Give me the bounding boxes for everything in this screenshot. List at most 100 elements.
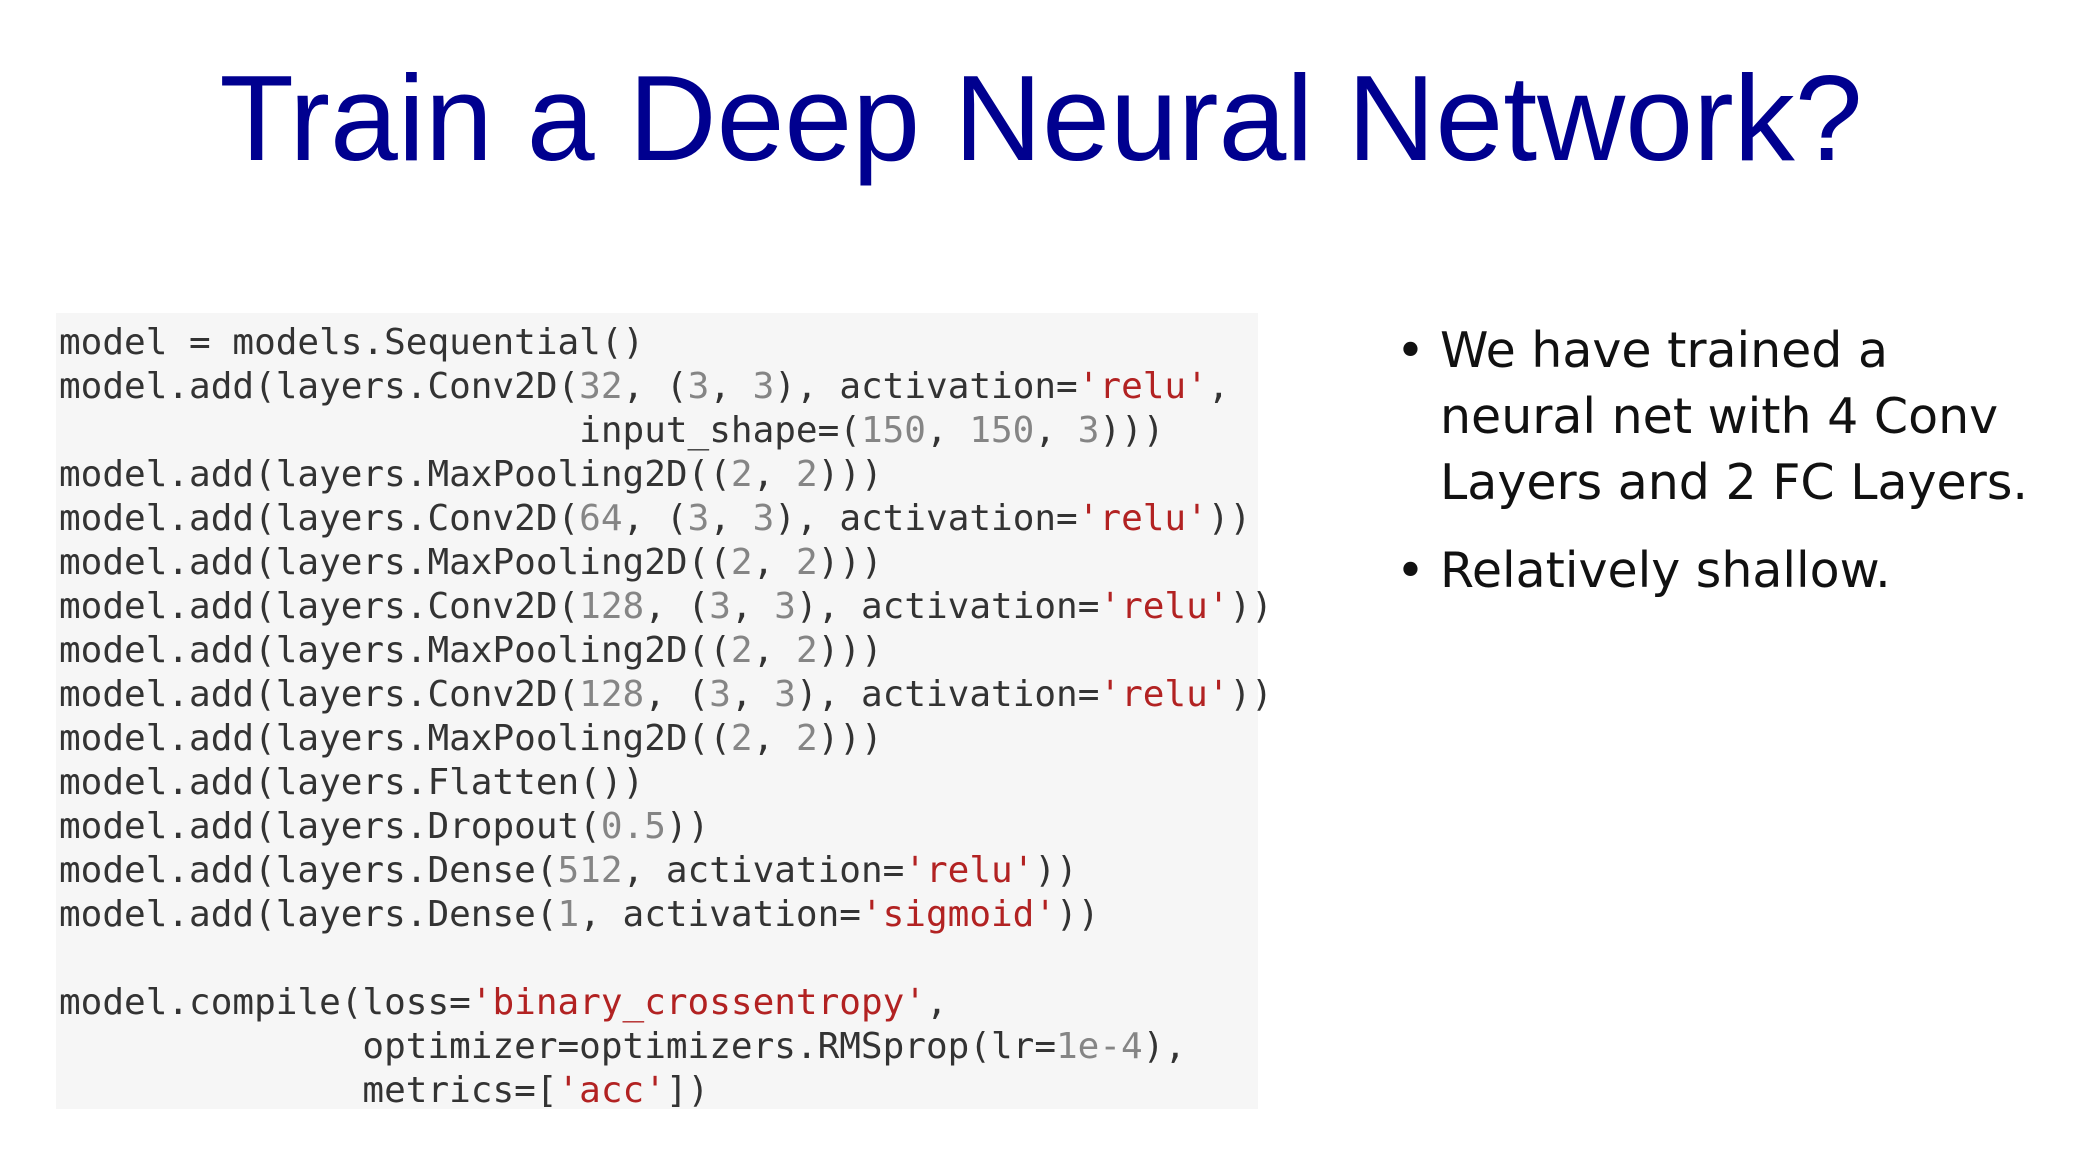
code-token: ,	[752, 542, 796, 583]
code-string-token: 'relu'	[1099, 674, 1230, 715]
code-token: ))	[1056, 894, 1100, 935]
code-line: model.add(layers.Flatten())	[59, 761, 1258, 805]
code-number-token: 1	[557, 894, 580, 935]
code-number-token: 3	[709, 586, 731, 627]
code-token: model.add(layers.MaxPooling2D((	[59, 718, 731, 759]
code-token: )))	[817, 718, 883, 759]
code-line: input_shape=(150, 150, 3)))	[59, 409, 1258, 453]
bullet-text: Relatively shallow.	[1440, 542, 1891, 599]
code-token: ,	[752, 718, 796, 759]
code-number-token: 150	[860, 410, 926, 451]
code-token: ), activation=	[795, 586, 1100, 627]
code-string-token: 'relu'	[1077, 498, 1208, 539]
code-token: ))	[1207, 498, 1252, 539]
code-number-token: 3	[709, 674, 731, 715]
code-number-token: 2	[795, 454, 818, 495]
code-token: ,	[925, 410, 970, 451]
code-string-token: 'sigmoid'	[860, 894, 1057, 935]
bullet-text: We have trained a neural net with 4 Conv…	[1440, 322, 2028, 511]
code-token: , (	[622, 366, 688, 407]
code-line: model.add(layers.Conv2D(128, (3, 3), act…	[59, 673, 1273, 717]
code-number-token: 2	[730, 718, 753, 759]
code-token: model.add(layers.MaxPooling2D((	[59, 630, 731, 671]
code-line: model = models.Sequential()	[59, 321, 1258, 365]
code-line: model.add(layers.Conv2D(32, (3, 3), acti…	[59, 365, 1258, 409]
code-token: model.compile(loss=	[59, 982, 471, 1023]
code-number-token: 2	[730, 630, 753, 671]
bullet-list: • We have trained a neural net with 4 Con…	[1396, 318, 2036, 626]
code-token: model.add(layers.MaxPooling2D((	[59, 454, 731, 495]
code-number-token: 3	[1077, 410, 1100, 451]
code-line: metrics=['acc'])	[59, 1069, 1258, 1113]
code-line: model.add(layers.MaxPooling2D((2, 2)))	[59, 541, 1258, 585]
code-token: input_shape=(	[59, 410, 861, 451]
code-token: ),	[1142, 1026, 1187, 1067]
code-token: )))	[817, 630, 883, 671]
code-line: model.add(layers.Conv2D(128, (3, 3), act…	[59, 585, 1273, 629]
code-token: optimizer=optimizers.RMSprop(lr=	[59, 1026, 1056, 1067]
code-token: model.add(layers.Dense(	[59, 850, 558, 891]
code-string-token: 'binary_crossentropy'	[470, 982, 926, 1023]
code-number-token: 3	[752, 498, 775, 539]
code-number-token: 2	[795, 718, 818, 759]
code-string-token: 'relu'	[904, 850, 1035, 891]
bullet-item: • We have trained a neural net with 4 Con…	[1396, 318, 2036, 516]
code-token: ))	[1034, 850, 1078, 891]
code-token: )))	[1099, 410, 1165, 451]
code-number-token: 128	[579, 674, 645, 715]
code-block: model = models.Sequential()model.add(lay…	[56, 313, 1273, 1111]
code-token: ,	[1034, 410, 1078, 451]
code-token: ))	[1229, 674, 1273, 715]
code-token: , activation=	[579, 894, 861, 935]
code-token: ,	[925, 982, 948, 1023]
code-line: model.add(layers.Conv2D(64, (3, 3), acti…	[59, 497, 1258, 541]
code-string-token: 'acc'	[557, 1070, 666, 1111]
code-number-token: 0.5	[600, 806, 666, 847]
code-token: ))	[1229, 586, 1273, 627]
code-token: model.add(layers.Flatten())	[59, 762, 645, 803]
code-number-token: 150	[969, 410, 1035, 451]
code-line: model.add(layers.Dense(512, activation='…	[59, 849, 1258, 893]
code-token: model.add(layers.Dropout(	[59, 806, 601, 847]
code-token: , (	[644, 674, 710, 715]
code-line: model.add(layers.MaxPooling2D((2, 2)))	[59, 453, 1258, 497]
code-token: )))	[817, 454, 883, 495]
bullet-dot-icon: •	[1396, 322, 1425, 379]
code-number-token: 32	[579, 366, 623, 407]
code-token: ), activation=	[774, 366, 1078, 407]
code-line: model.add(layers.Dense(1, activation='si…	[59, 893, 1258, 937]
code-number-token: 2	[795, 630, 818, 671]
code-token: model.add(layers.Conv2D(	[59, 498, 580, 539]
code-token: , (	[622, 498, 688, 539]
code-token: ,	[730, 586, 775, 627]
code-line	[59, 937, 1258, 981]
code-number-token: 2	[795, 542, 818, 583]
code-line: optimizer=optimizers.RMSprop(lr=1e-4),	[59, 1025, 1258, 1069]
code-number-token: 3	[752, 366, 775, 407]
code-token: ,	[709, 366, 753, 407]
code-token: model.add(layers.Conv2D(	[59, 674, 580, 715]
code-token: ,	[752, 630, 796, 671]
code-token: metrics=[	[59, 1070, 558, 1111]
code-token: model.add(layers.MaxPooling2D((	[59, 542, 731, 583]
code-token: ), activation=	[774, 498, 1078, 539]
code-token: model.add(layers.Dense(	[59, 894, 558, 935]
code-number-token: 128	[579, 586, 645, 627]
code-string-token: 'relu'	[1099, 586, 1230, 627]
code-number-token: 2	[730, 542, 753, 583]
code-token: , activation=	[622, 850, 905, 891]
code-number-token: 3	[774, 674, 796, 715]
code-number-token: 512	[557, 850, 623, 891]
code-token: ,	[709, 498, 753, 539]
code-token: ), activation=	[795, 674, 1100, 715]
code-token: ,	[752, 454, 796, 495]
code-token: ,	[730, 674, 775, 715]
code-line: model.add(layers.MaxPooling2D((2, 2)))	[59, 629, 1258, 673]
code-number-token: 1e-4	[1056, 1026, 1143, 1067]
code-number-token: 3	[774, 586, 796, 627]
code-token: model.add(layers.Conv2D(	[59, 586, 580, 627]
bullet-item: •Relatively shallow.	[1396, 538, 2036, 604]
code-line: model.add(layers.Dropout(0.5))	[59, 805, 1258, 849]
code-number-token: 3	[687, 498, 710, 539]
code-number-token: 3	[687, 366, 710, 407]
